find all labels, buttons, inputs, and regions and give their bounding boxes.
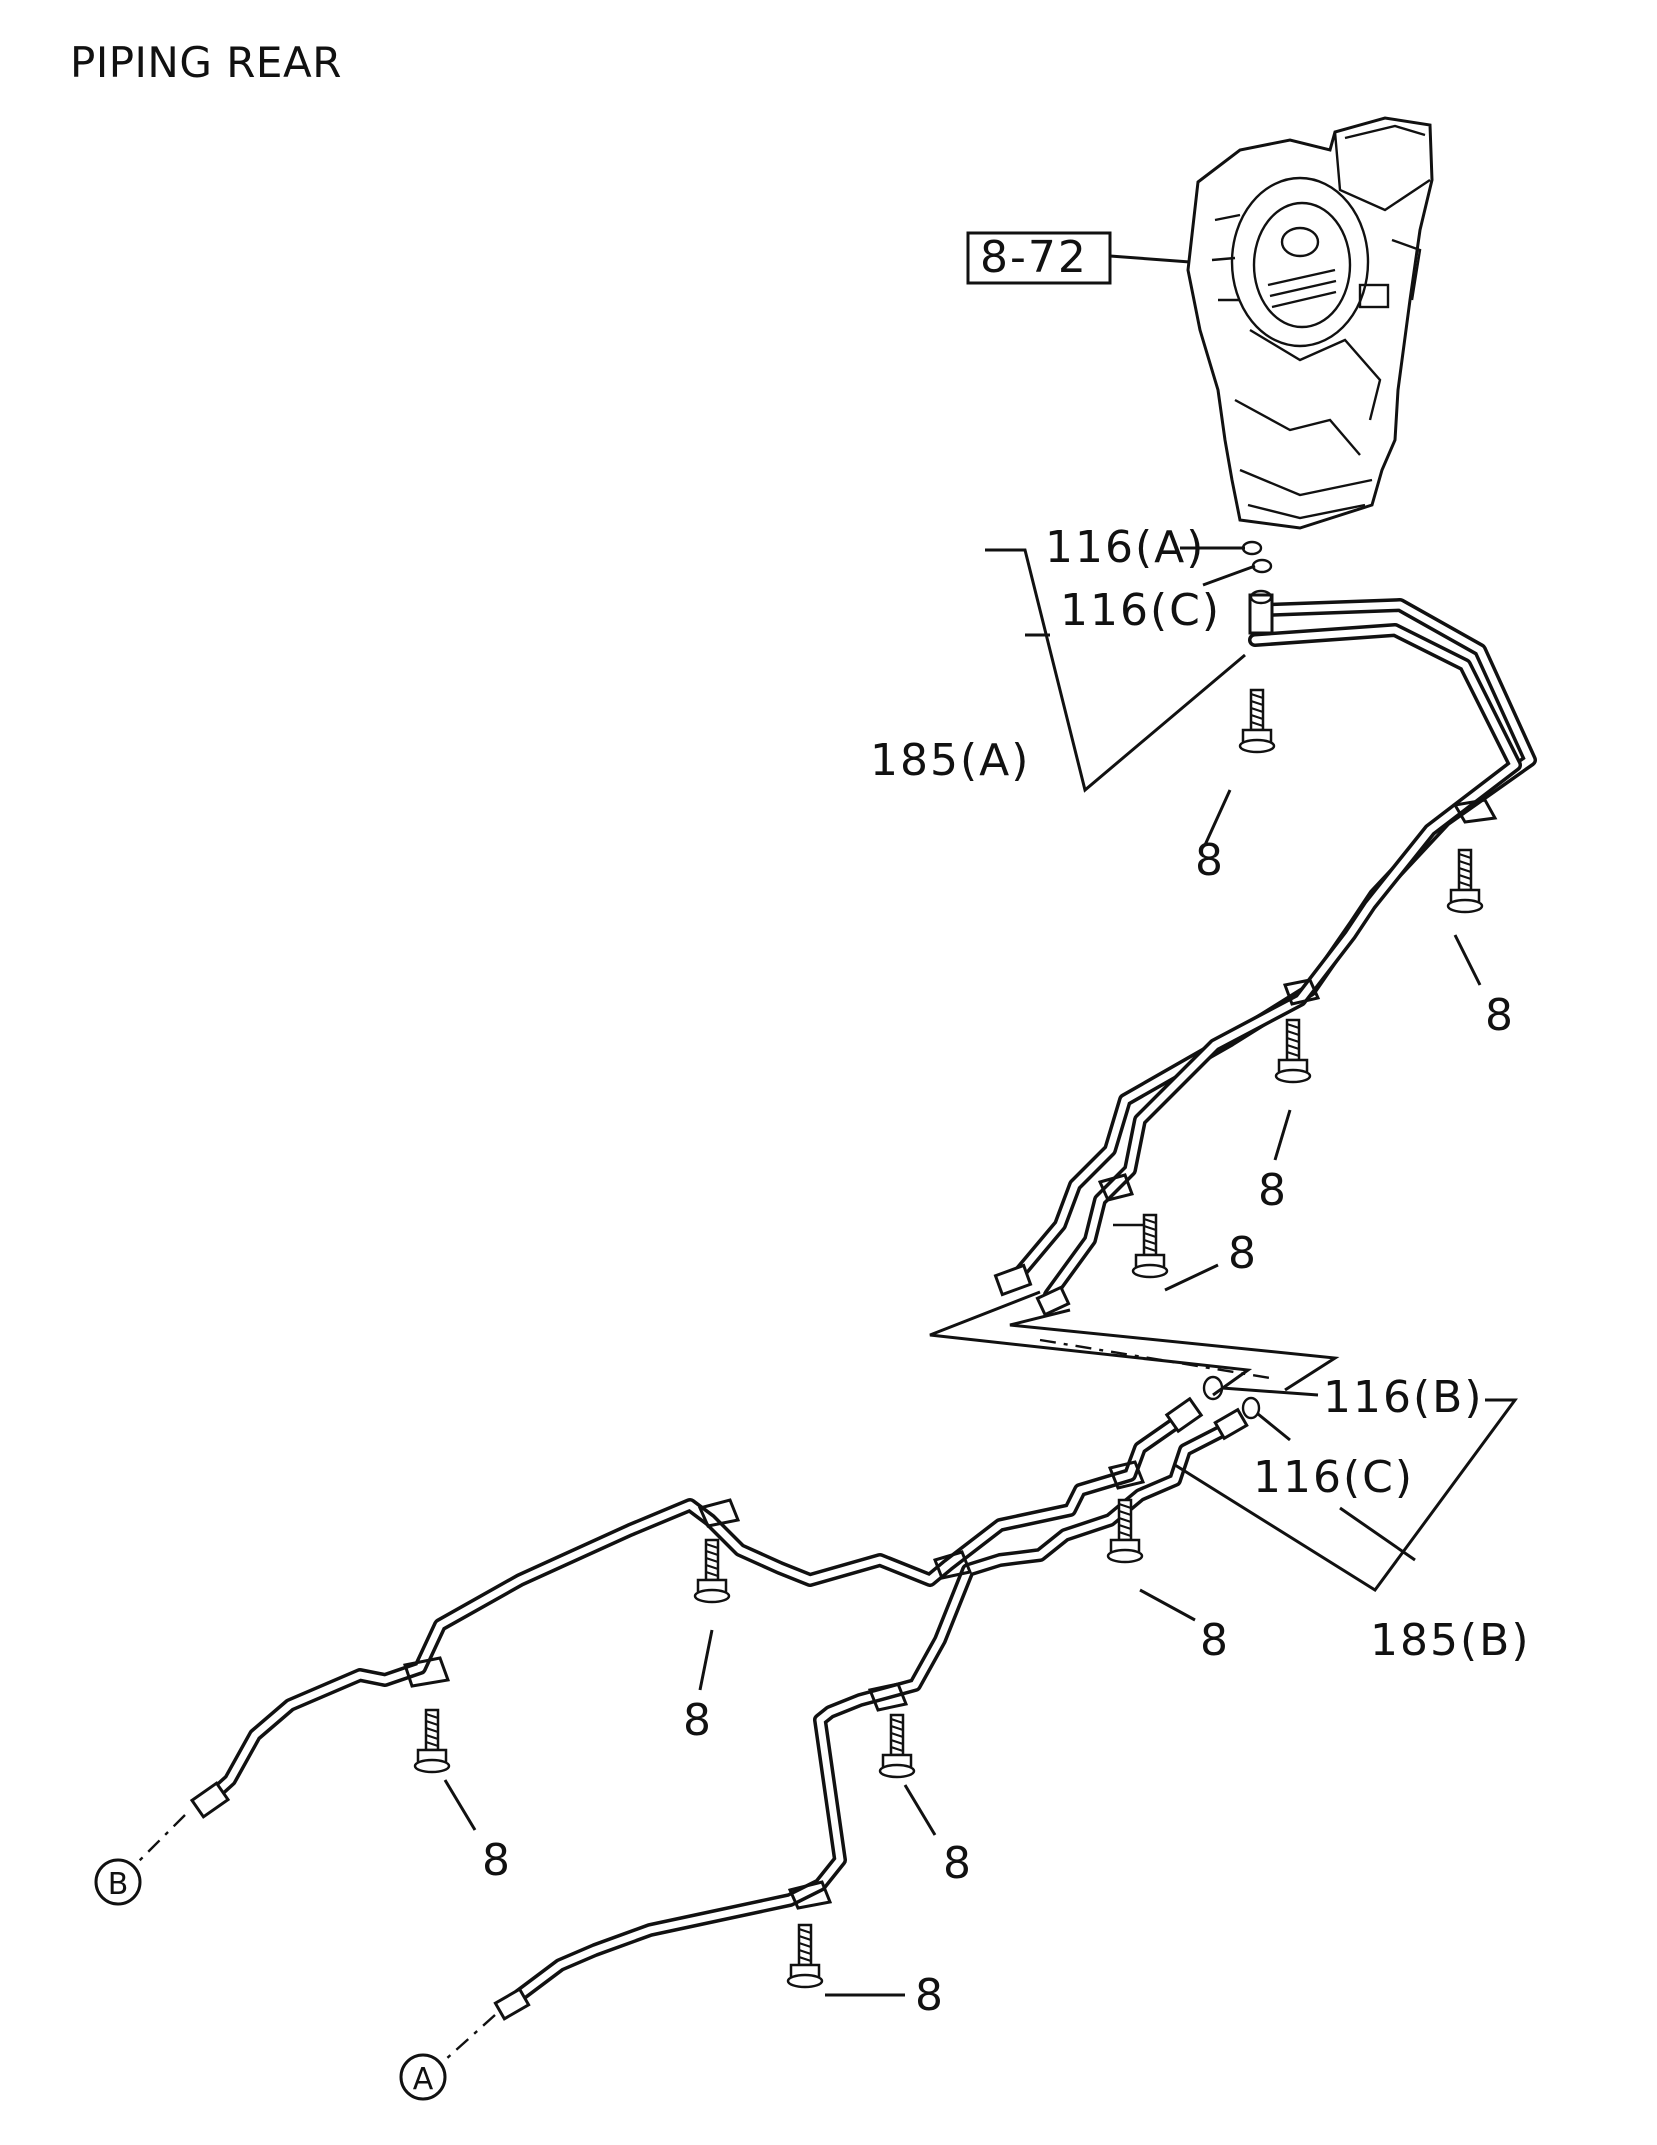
connector-a: A xyxy=(399,2053,447,2101)
callout-bolt-9: 8 xyxy=(915,1970,945,2021)
callout-bolt-3: 8 xyxy=(1258,1165,1288,1216)
bolt-4-icon xyxy=(1131,1213,1169,1279)
bolt-9-icon xyxy=(786,1923,824,1989)
callout-bolt-2: 8 xyxy=(1485,990,1515,1041)
bolt-5-icon xyxy=(1106,1498,1144,1564)
bolt-1-icon xyxy=(1238,688,1276,754)
connector-b-label: B xyxy=(108,1867,129,1902)
callout-bolt-4: 8 xyxy=(1228,1228,1258,1279)
connector-a-label: A xyxy=(413,2062,434,2097)
transmission-housing xyxy=(1186,116,1434,530)
callout-116c-top: 116(C) xyxy=(1060,585,1221,636)
pipe-assembly-185b xyxy=(189,1396,1249,2021)
bolts xyxy=(413,688,1484,1989)
connector-b: B xyxy=(94,1858,142,1906)
page-title: PIPING REAR xyxy=(70,38,342,87)
pipe-assembly-185a xyxy=(993,589,1537,1317)
callout-bolt-5: 8 xyxy=(1200,1615,1230,1666)
bolt-6-icon xyxy=(693,1538,731,1604)
callout-bolt-8: 8 xyxy=(943,1838,973,1889)
oring-116c-top-icon xyxy=(1251,558,1273,574)
oring-116a-icon xyxy=(1241,540,1263,556)
callout-116a: 116(A) xyxy=(1045,522,1205,573)
bolt-2-icon xyxy=(1446,848,1484,914)
callout-labels: 116(A) 116(C) 185(A) 116(B) 116(C) 185(B… xyxy=(482,522,1531,2021)
callout-bolt-6: 8 xyxy=(683,1695,713,1746)
callout-185a: 185(A) xyxy=(870,735,1030,786)
callout-bolt-1: 8 xyxy=(1195,835,1225,886)
break-lines xyxy=(929,1290,1340,1397)
reference-box-8-72: 8-72 xyxy=(966,231,1191,285)
callout-185b: 185(B) xyxy=(1370,1615,1531,1666)
bolt-8-icon xyxy=(878,1713,916,1779)
bolt-7-icon xyxy=(413,1708,451,1774)
oring-116c-bottom-icon xyxy=(1241,1396,1261,1420)
callout-bolt-7: 8 xyxy=(482,1835,512,1886)
callout-116c-bottom: 116(C) xyxy=(1253,1452,1414,1503)
bolt-3-icon xyxy=(1274,1018,1312,1084)
callout-116b: 116(B) xyxy=(1323,1372,1484,1423)
leader-lines xyxy=(129,546,1518,2061)
orings xyxy=(1202,540,1273,1420)
reference-box-label: 8-72 xyxy=(980,232,1088,283)
oring-116b-icon xyxy=(1202,1375,1224,1401)
